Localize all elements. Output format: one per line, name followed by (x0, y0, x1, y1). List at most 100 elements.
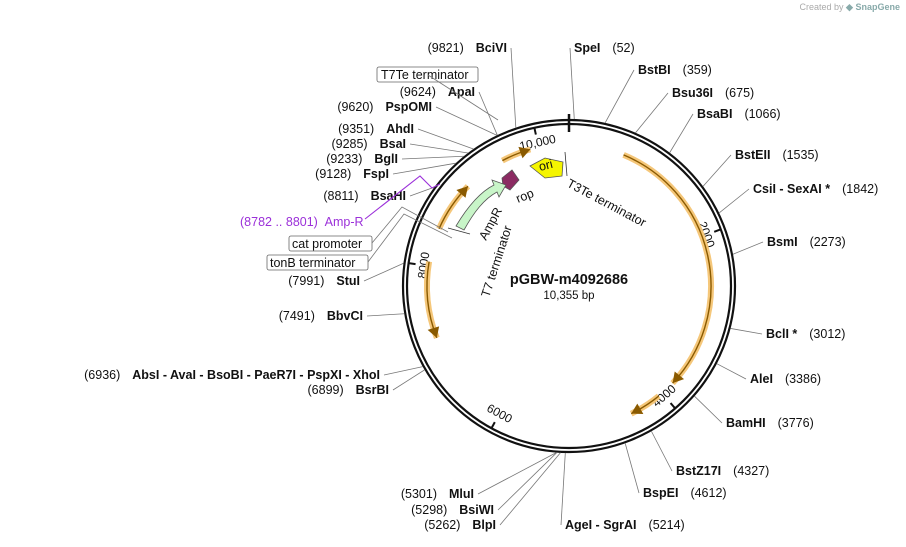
t7te-leader (427, 74, 499, 121)
site-position: (9233) (326, 152, 362, 166)
site-right-0[interactable]: SpeI(52) (574, 41, 635, 55)
site-name: AhdI (386, 122, 414, 136)
leader-left-11 (392, 369, 425, 391)
site-right-6[interactable]: BsmI(2273) (767, 235, 846, 249)
leader-left-3 (417, 128, 474, 150)
t7te-label: T7Te terminator (381, 68, 469, 82)
site-left-13[interactable]: (5298) BsiWI (411, 503, 494, 517)
tick-label-4000: 4000 (649, 381, 679, 409)
site-right-11[interactable]: BspEI(4612) (643, 486, 727, 500)
leader-left-0 (510, 47, 517, 128)
site-position: (9620) (337, 100, 373, 114)
site-left-1[interactable]: (9624)ApaI (400, 85, 475, 99)
site-name: BstBI (638, 63, 671, 77)
site-right-10[interactable]: BstZ17I(4327) (676, 464, 769, 478)
site-right-7[interactable]: BclI * (3012) (766, 327, 845, 341)
site-name: BbvCI (327, 309, 363, 323)
leader-left-8 (363, 262, 404, 282)
leader-left-5 (401, 155, 464, 160)
site-right-3[interactable]: BsaBI (1066) (697, 107, 781, 121)
watermark-prefix: Created by (799, 2, 844, 12)
site-name: BsiWI (459, 503, 494, 517)
primer-amp-r[interactable]: (8782 .. 8801) Amp-R (240, 175, 441, 229)
site-right-5[interactable]: CsiI - SexAI *(1842) (753, 182, 878, 196)
site-left-4[interactable]: (9285)BsaI (331, 137, 406, 151)
site-name: BclI * (766, 327, 797, 341)
site-left-5[interactable]: (9233) BglI (326, 152, 398, 166)
site-name: AleI (750, 372, 773, 386)
site-left-2[interactable]: (9620) PspOMI (337, 100, 432, 114)
site-position: (3012) (809, 327, 845, 341)
site-position: (4612) (690, 486, 726, 500)
cat-promoter-label: cat promoter (292, 237, 362, 251)
site-left-0[interactable]: (9821)BciVI (428, 41, 507, 55)
leader-right-3 (669, 113, 694, 153)
cat-promoter-box (288, 235, 373, 252)
site-left-8[interactable]: (7991)StuI (288, 274, 360, 288)
site-name: BamHI (726, 416, 766, 430)
site-position: (1535) (782, 148, 818, 162)
orf-left-ccw-arrowhead (427, 326, 440, 338)
tonb-label: tonB terminator (270, 256, 355, 270)
site-name: BsaBI (697, 107, 732, 121)
leader-left-14 (499, 452, 561, 526)
tick-mark-2000 (713, 228, 722, 233)
orf-arcs (424, 146, 714, 417)
snapgene-watermark: Created by ◆ SnapGene (800, 2, 901, 13)
feature-rop[interactable]: rop (501, 169, 536, 206)
tick-mark-6000 (490, 421, 496, 429)
leader-left-12 (477, 452, 557, 495)
site-name: BstZ17I (676, 464, 721, 478)
site-left-6[interactable]: (9128)FspI (315, 167, 389, 181)
site-right-8[interactable]: AleI (3386) (750, 372, 821, 386)
site-left-12[interactable]: (5301)MluI (401, 487, 474, 501)
t7-marker (447, 227, 471, 235)
boxed-label-t7te-terminator[interactable]: T7Te terminator (376, 66, 479, 83)
feature-ori[interactable]: ori (529, 157, 564, 179)
primer-name: Amp-R (325, 215, 364, 229)
site-left-10[interactable]: (6936)AbsI - AvaI - BsoBI - PaeR7I - Psp… (84, 368, 380, 382)
primer-leader (364, 175, 441, 220)
leader-left-13 (497, 452, 558, 511)
site-right-4[interactable]: BstEII(1535) (735, 148, 819, 162)
site-name: CsiI - SexAI * (753, 182, 830, 196)
site-left-11[interactable]: (6899)BsrBI (308, 383, 389, 397)
primer-label: (8782 .. 8801) Amp-R (240, 215, 364, 229)
orf-upper-left-arrowhead (456, 186, 468, 198)
site-left-7[interactable]: (8811)BsaHI (323, 189, 406, 203)
watermark-brand: SnapGene (855, 2, 900, 12)
site-name: BsmI (767, 235, 798, 249)
orf-large-cw-arrowhead (672, 371, 685, 384)
site-position: (9351) (338, 122, 374, 136)
boxed-label-cat-promoter[interactable]: cat promoter (288, 235, 373, 252)
site-position: (675) (725, 86, 754, 100)
boxed-label-tonb-terminator[interactable]: tonB terminator (266, 254, 369, 271)
site-left-3[interactable]: (9351) AhdI (338, 122, 414, 136)
site-position: (5262) (424, 518, 460, 532)
site-left-9[interactable]: (7491)BbvCI (279, 309, 363, 323)
leader-right-7 (730, 328, 763, 335)
site-position: (1066) (744, 107, 780, 121)
site-name: BglI (374, 152, 398, 166)
site-position: (9624) (400, 85, 436, 99)
site-position: (5298) (411, 503, 447, 517)
site-left-14[interactable]: (5262)BlpI (424, 518, 496, 532)
site-right-12[interactable]: AgeI - SgrAI(5214) (565, 518, 685, 532)
site-right-1[interactable]: BstBI(359) (638, 63, 712, 77)
leader-right-10 (651, 431, 673, 472)
leader-left-6 (392, 162, 456, 175)
site-right-9[interactable]: BamHI(3776) (726, 416, 814, 430)
ori-arrow (529, 157, 564, 179)
site-leaders (363, 47, 764, 526)
leader-right-11 (624, 443, 640, 494)
site-right-2[interactable]: Bsu36I(675) (672, 86, 754, 100)
tick-mark-8000 (408, 262, 416, 266)
leader-left-9 (366, 313, 405, 317)
site-position: (3386) (785, 372, 821, 386)
site-name: MluI (449, 487, 474, 501)
site-position: (9821) (428, 41, 464, 55)
site-name: PspOMI (385, 100, 432, 114)
leader-left-2 (435, 106, 498, 136)
site-position: (9285) (331, 137, 367, 151)
